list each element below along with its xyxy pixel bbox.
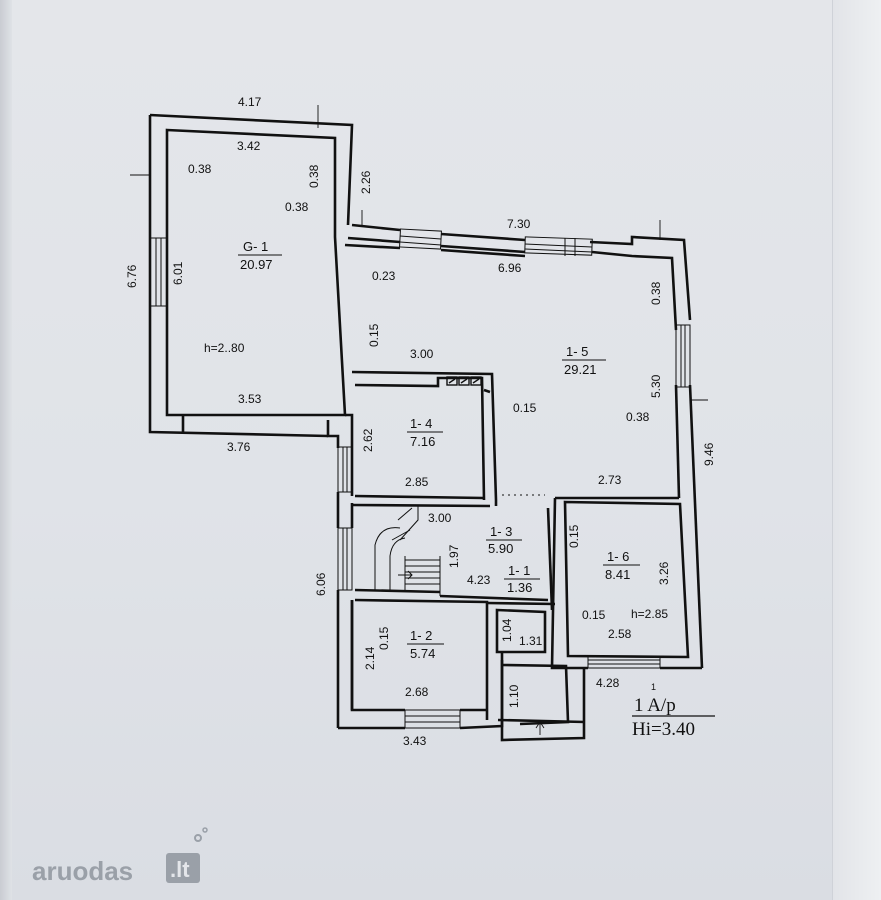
windows	[149, 228, 691, 729]
room-labels: G- 1 20.97 1- 5 29.21 1- 4 7.16 1- 3 5.9…	[204, 239, 668, 661]
room-id: 1- 3	[490, 524, 512, 539]
room-area: 20.97	[240, 257, 273, 272]
dimension-label: 6.96	[498, 261, 522, 275]
dimension-label: 2.14	[363, 646, 377, 670]
dimension-label: 3.42	[237, 139, 261, 153]
room-id: G- 1	[243, 239, 268, 254]
floor-superscript: 1	[651, 682, 656, 692]
watermark-suffix: .lt	[170, 857, 190, 882]
dimension-label: 0.15	[367, 323, 381, 347]
floor-name: 1 A/p	[634, 695, 676, 716]
staircase	[374, 505, 441, 596]
dimension-label: 9.46	[702, 442, 716, 466]
dimension-label: 0.38	[285, 200, 309, 214]
dimension-label: 1.10	[507, 684, 521, 708]
room-area: 7.16	[410, 434, 435, 449]
watermark: aruodas .lt	[32, 827, 208, 886]
dimension-label: 0.38	[626, 410, 650, 424]
dimension-label: 6.76	[125, 264, 139, 288]
dimension-label: 0.38	[188, 162, 212, 176]
dimension-label: 2.26	[359, 170, 373, 194]
dimension-label: 1.97	[447, 544, 461, 568]
room-area: 8.41	[605, 567, 630, 582]
watermark-text: aruodas	[32, 856, 133, 886]
page-edge-left	[0, 0, 12, 900]
floor-height: Hi=3.40	[632, 719, 695, 740]
ceiling-height-label: h=2.85	[631, 607, 668, 621]
room-id: 1- 2	[410, 628, 432, 643]
ceiling-height-label: h=2..80	[204, 341, 245, 355]
dimension-label: 0.15	[513, 401, 537, 415]
floor-label: 1 A/p 1 Hi=3.40	[632, 682, 695, 740]
dimension-label: 3.43	[403, 734, 427, 748]
boiler-squares	[446, 376, 482, 386]
dimension-label: 4.28	[596, 676, 620, 690]
dimension-lines	[130, 105, 708, 735]
room-id: 1- 6	[607, 549, 629, 564]
room-id: 1- 1	[508, 563, 530, 578]
dimension-label: 6.06	[314, 572, 328, 596]
dimension-label: 0.23	[372, 269, 396, 283]
dimension-label: 4.23	[467, 573, 491, 587]
dimension-label: 2.58	[608, 627, 632, 641]
dimension-label: 2.73	[598, 473, 622, 487]
dimension-label: 3.26	[657, 561, 671, 585]
dimension-label: 2.68	[405, 685, 429, 699]
dimension-label: 0.38	[307, 164, 321, 188]
walls	[148, 113, 704, 742]
watermark-dot-icon	[194, 834, 202, 842]
room-area: 1.36	[507, 580, 532, 595]
room-area: 5.74	[410, 646, 435, 661]
room-id: 1- 4	[410, 416, 432, 431]
page-edge-right	[832, 0, 881, 900]
dimension-label: 3.00	[428, 511, 452, 525]
dimension-label: 5.30	[649, 374, 663, 398]
dimension-label: 4.17	[238, 95, 262, 109]
dimension-label: 2.85	[405, 475, 429, 489]
dimension-label: 0.15	[567, 524, 581, 548]
watermark-dot-icon	[202, 827, 208, 833]
dimension-label: 1.04	[500, 618, 514, 642]
dimension-label: 3.53	[238, 392, 262, 406]
room-area: 5.90	[488, 541, 513, 556]
dimension-label: 6.01	[171, 261, 185, 285]
dimension-labels: 4.17 3.42 0.38 0.38 0.38 2.26 6.76 6.01 …	[125, 95, 716, 748]
watermark-logo-box	[166, 853, 200, 883]
dimension-label: 7.30	[507, 217, 531, 231]
dimension-label: 1.31	[519, 634, 543, 648]
dimension-label: 0.38	[649, 281, 663, 305]
dimension-label: 3.76	[227, 440, 251, 454]
dimension-label: 0.15	[377, 626, 391, 650]
dimension-label: 2.62	[361, 428, 375, 452]
dimension-label: 3.00	[410, 347, 434, 361]
room-id: 1- 5	[566, 344, 588, 359]
dimension-label: 0.15	[582, 608, 606, 622]
room-area: 29.21	[564, 362, 597, 377]
